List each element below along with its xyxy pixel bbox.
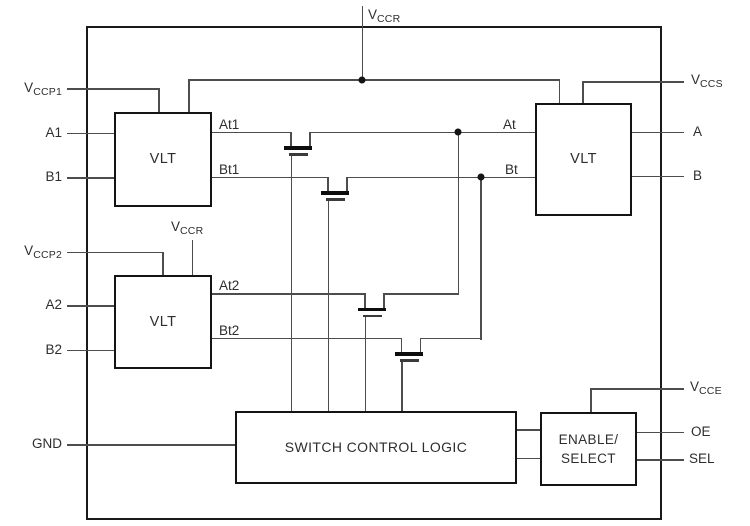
wire-vccp2 [67,251,163,253]
pin-label-vccp1: VCCP1 [24,80,62,98]
fet3-gate-bar [363,314,382,317]
pass-transistor-2-icon [321,176,349,201]
wire-fet1-gate [290,154,292,411]
wire-a2 [67,305,115,307]
wire-at-junction-vertical [457,131,459,295]
wire-vccr-mid-stub [191,240,193,276]
fet4-drain [419,337,421,353]
wire-vccp1-to-vlt1 [158,88,160,113]
wire-vccs [582,81,684,83]
wire-fet3-gate [364,315,366,412]
vlt1-label: VLT [149,151,177,167]
wire-vccr-to-vlt1 [188,79,190,113]
signal-label-bt2: Bt2 [219,322,240,338]
signal-label-at1: At1 [219,116,240,132]
fet4-source [400,337,402,353]
pass-transistor-4-icon [394,337,423,362]
wire-at1-to-fet1 [212,131,291,133]
fet2-channel [321,191,349,195]
pin-label-a1: A1 [45,125,62,140]
package-boundary [86,26,662,520]
pin-label-oe: OE [691,423,711,439]
wire-b2 [67,349,115,351]
junction-dot-bt [477,173,485,181]
vlt1-block: VLT [114,112,212,207]
wire-vccs-to-vlt3 [582,81,584,104]
enable-select-label-line2: SELECT [561,451,616,466]
junction-dot-vccr [358,76,366,84]
pass-transistor-1-icon [284,131,312,156]
pin-label-a2: A2 [45,297,62,312]
switch-control-logic-block: SWITCH CONTROL LOGIC [235,411,517,484]
wire-vccp2-to-vlt2 [162,251,164,276]
pin-label-vccr-mid: VCCR [171,219,204,237]
wire-fet3-drain-run [383,293,459,295]
wire-a [632,131,684,133]
wire-vccp1 [67,88,159,90]
wire-at-rail [309,131,536,133]
fet2-source [327,176,329,192]
wire-fet4-gate [401,360,403,411]
vlt2-block: VLT [114,275,212,369]
signal-label-at: At [503,116,516,132]
wire-gnd [67,444,236,446]
wire-fet2-gate [327,199,329,411]
wire-bt-junction-vertical [480,176,482,340]
wire-oe [637,431,684,433]
pin-label-vccs: VCCS [691,72,723,90]
vlt3-label: VLT [570,151,597,167]
wire-bt-rail [346,176,536,178]
vlt2-label: VLT [149,313,177,330]
wire-vcce [590,388,684,390]
wire-fet4-drain-run [419,337,482,339]
wire-a1 [67,132,115,134]
wire-sel [637,459,684,461]
vlt3-block: VLT [535,103,632,216]
wire-bt1-to-fet2 [212,176,328,178]
pin-label-gnd: GND [32,436,62,451]
wire-scl-to-ensel-top [516,429,542,431]
junction-dot-at [454,128,462,136]
pin-label-vcce: VCCE [690,379,722,397]
pin-label-sel: SEL [689,451,715,466]
enable-select-block: ENABLE/ SELECT [540,412,637,486]
fet4-channel [394,352,423,356]
fet2-gate-bar [326,198,345,201]
wire-at2-to-fet3 [212,293,365,295]
pin-label-b2: B2 [45,341,62,357]
wire-vcce-stub [590,388,592,413]
wire-b [632,175,684,177]
fet1-channel [284,146,312,150]
pass-transistor-3-icon [358,293,386,317]
signal-label-at2: At2 [219,278,240,293]
pin-label-b: B [693,167,703,183]
switch-control-logic-label: SWITCH CONTROL LOGIC [284,439,468,455]
fet3-drain [383,293,385,308]
fet3-channel [358,307,386,311]
pin-label-vccp2: VCCP2 [24,243,62,261]
enable-select-label-line1: ENABLE/ [558,432,619,447]
pin-label-a: A [693,123,703,139]
fet1-drain [309,131,311,147]
pin-label-vccr-top: VCCR [368,7,401,25]
wire-bt2-to-fet4 [212,337,402,339]
wire-b1 [67,177,115,179]
signal-label-bt1: Bt1 [219,161,240,177]
pin-label-b1: B1 [45,169,62,184]
wire-vccr-horizontal-rail [188,79,560,81]
fet4-gate-bar [399,359,419,362]
fet2-drain [346,176,348,192]
fet3-source [364,293,366,308]
fet1-gate-bar [289,153,308,156]
signal-label-bt: Bt [505,161,518,177]
fet1-source [290,131,292,147]
wire-vccr-top-vertical [361,6,363,80]
wire-scl-to-ensel-bottom [516,457,542,459]
wire-vccr-to-vlt3 [558,79,560,104]
